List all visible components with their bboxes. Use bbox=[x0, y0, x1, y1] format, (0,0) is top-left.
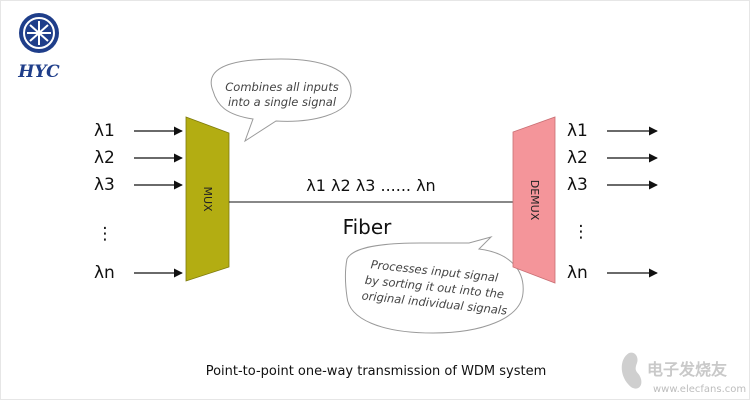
hyc-logo: HYC bbox=[17, 13, 60, 82]
input-label-3: λ3 bbox=[94, 175, 115, 195]
output-label-3: λ3 bbox=[567, 175, 588, 195]
input-ellipsis: ⋮ bbox=[97, 224, 114, 244]
output-label-1: λ1 bbox=[567, 121, 588, 141]
output-channels: λ1 λ2 λ3 ⋮ λn bbox=[567, 121, 658, 283]
mux-callout-bubble bbox=[210, 58, 352, 143]
demux-block: DEMUX bbox=[512, 116, 556, 284]
output-ellipsis: ⋮ bbox=[573, 222, 590, 242]
input-label-2: λ2 bbox=[94, 148, 115, 168]
mux-callout: Combines all inputs into a single signal bbox=[210, 58, 352, 143]
mux-label: MUX bbox=[201, 186, 214, 212]
mux-callout-line-1: Combines all inputs bbox=[225, 80, 338, 94]
fiber-wavelengths: λ1 λ2 λ3 ...... λn bbox=[306, 176, 435, 195]
input-label-1: λ1 bbox=[94, 121, 115, 141]
logo-text: HYC bbox=[17, 62, 60, 82]
output-label-2: λ2 bbox=[567, 148, 588, 168]
demux-callout: Processes input signal by sorting it out… bbox=[345, 236, 524, 334]
watermark-logo-icon bbox=[621, 352, 642, 389]
demux-callout-bubble bbox=[345, 236, 524, 334]
fiber-label: Fiber bbox=[343, 215, 393, 239]
watermark-text: 电子发烧友 bbox=[647, 360, 728, 379]
input-channels: λ1 λ2 λ3 ⋮ λn bbox=[94, 121, 183, 283]
mux-block: MUX bbox=[185, 116, 230, 282]
watermark-url: www.elecfans.com bbox=[653, 384, 746, 395]
demux-label: DEMUX bbox=[528, 180, 541, 221]
demux-shape bbox=[512, 116, 556, 284]
output-label-n: λn bbox=[567, 263, 588, 283]
mux-callout-line-2: into a single signal bbox=[228, 95, 337, 109]
diagram-caption: Point-to-point one-way transmission of W… bbox=[206, 364, 547, 379]
mux-shape bbox=[185, 116, 230, 282]
input-label-n: λn bbox=[94, 263, 115, 283]
watermark: 电子发烧友 www.elecfans.com bbox=[621, 352, 746, 395]
